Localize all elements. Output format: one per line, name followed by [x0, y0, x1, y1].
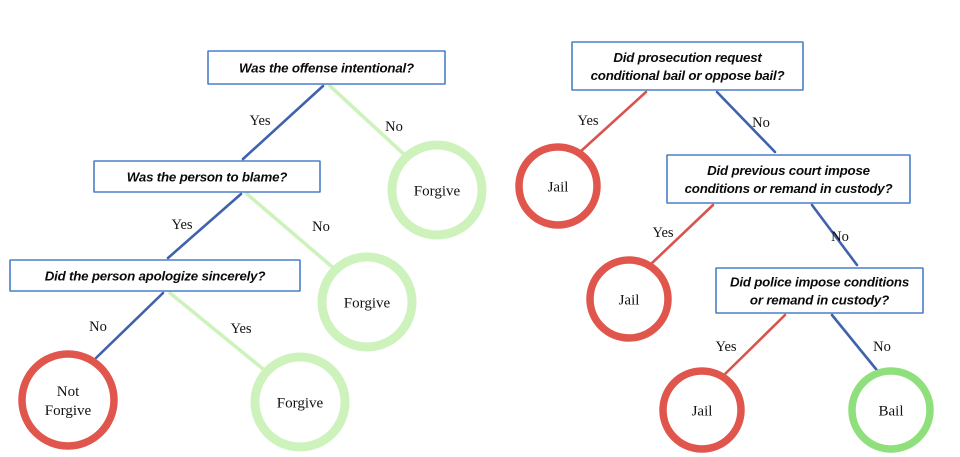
edge-label-e5: No: [89, 319, 107, 335]
edge-label-be6: No: [873, 339, 891, 355]
question-text-line: or remand in custody?: [750, 293, 889, 308]
question-text-line: Did previous court impose: [707, 163, 871, 178]
edge-label-be4: No: [831, 229, 849, 245]
question-box[interactable]: [93, 160, 321, 193]
nodes-layer: Was the offense intentional? Was the pers…: [9, 41, 934, 453]
edge-bq2-to-bq3: [810, 203, 859, 267]
leaf-label: Forgive: [45, 403, 92, 419]
edge-q1-to-q2: [241, 84, 325, 161]
question-box[interactable]: [715, 267, 924, 314]
edges-layer: [94, 84, 882, 377]
question-node[interactable]: Was the offense intentional?: [207, 50, 446, 85]
leaf-node-jail[interactable]: Jail: [586, 256, 672, 342]
edge-bq2-to-bleaf2: [649, 203, 715, 266]
leaf-label: Bail: [879, 404, 904, 420]
leaf-circle[interactable]: [250, 352, 350, 452]
question-box[interactable]: [666, 154, 911, 204]
edge-q1-to-leaf1: [328, 84, 410, 160]
question-box[interactable]: [571, 41, 804, 91]
leaf-circle[interactable]: [586, 256, 672, 342]
question-node[interactable]: Did police impose conditions or remand in…: [715, 267, 924, 314]
leaf-node-forgive[interactable]: Forgive: [387, 140, 487, 240]
question-node[interactable]: Did the person apologize sincerely?: [9, 259, 301, 292]
leaf-label: Jail: [692, 404, 713, 420]
leaf-circle[interactable]: [659, 367, 745, 453]
leaf-label: Jail: [548, 180, 569, 196]
leaf-circle[interactable]: [317, 252, 417, 352]
edge-label-e4: No: [312, 219, 330, 235]
edge-label-e1: Yes: [249, 113, 270, 129]
leaf-label: Not: [57, 384, 80, 400]
edge-label-be3: Yes: [652, 225, 673, 241]
edge-label-be5: Yes: [715, 339, 736, 355]
edge-label-be1: Yes: [577, 113, 598, 129]
edge-bq3-to-bleaf3: [722, 313, 787, 377]
question-node[interactable]: Did previous court impose conditions or r…: [666, 154, 911, 204]
leaf-node-jail[interactable]: Jail: [659, 367, 745, 453]
leaf-circle[interactable]: [18, 350, 118, 450]
question-node[interactable]: Was the person to blame?: [93, 160, 321, 193]
leaf-node-jail[interactable]: Jail: [515, 143, 601, 229]
edge-label-e3: Yes: [171, 217, 192, 233]
leaf-circle[interactable]: [515, 143, 601, 229]
edge-q2-to-q3: [166, 192, 243, 260]
edge-q3-to-leaf3: [168, 291, 270, 375]
edge-bq1-to-bleaf1: [578, 90, 648, 154]
question-text-line: Did the person apologize sincerely?: [45, 269, 266, 284]
edge-q3-to-leaf4: [94, 291, 165, 360]
leaf-label: Jail: [619, 293, 640, 309]
edge-q2-to-leaf2: [245, 192, 339, 273]
leaf-node-bail[interactable]: Bail: [848, 367, 934, 453]
edge-bq1-to-bq2: [715, 90, 777, 154]
question-text-line: conditions or remand in custody?: [685, 181, 893, 196]
question-box[interactable]: [207, 50, 446, 85]
leaf-label: Forgive: [414, 184, 461, 200]
edge-label-be2: No: [752, 115, 770, 131]
leaf-node-forgive[interactable]: Forgive: [250, 352, 350, 452]
edge-bq3-to-bleaf4: [830, 313, 882, 376]
question-text-line: conditional bail or oppose bail?: [591, 68, 785, 83]
leaf-circle[interactable]: [848, 367, 934, 453]
leaf-label: Forgive: [277, 396, 324, 412]
question-box[interactable]: [9, 259, 301, 292]
question-text-line: Was the offense intentional?: [239, 61, 414, 76]
question-node[interactable]: Did prosecution request conditional bail …: [571, 41, 804, 91]
leaf-circle[interactable]: [387, 140, 487, 240]
question-text-line: Did police impose conditions: [730, 275, 909, 290]
edge-label-e6: Yes: [230, 321, 251, 337]
edge-label-e2: No: [385, 119, 403, 135]
leaf-node-forgive[interactable]: Forgive: [317, 252, 417, 352]
leaf-label: Forgive: [344, 296, 391, 312]
question-text-line: Was the person to blame?: [127, 170, 288, 185]
question-text-line: Did prosecution request: [613, 50, 762, 65]
